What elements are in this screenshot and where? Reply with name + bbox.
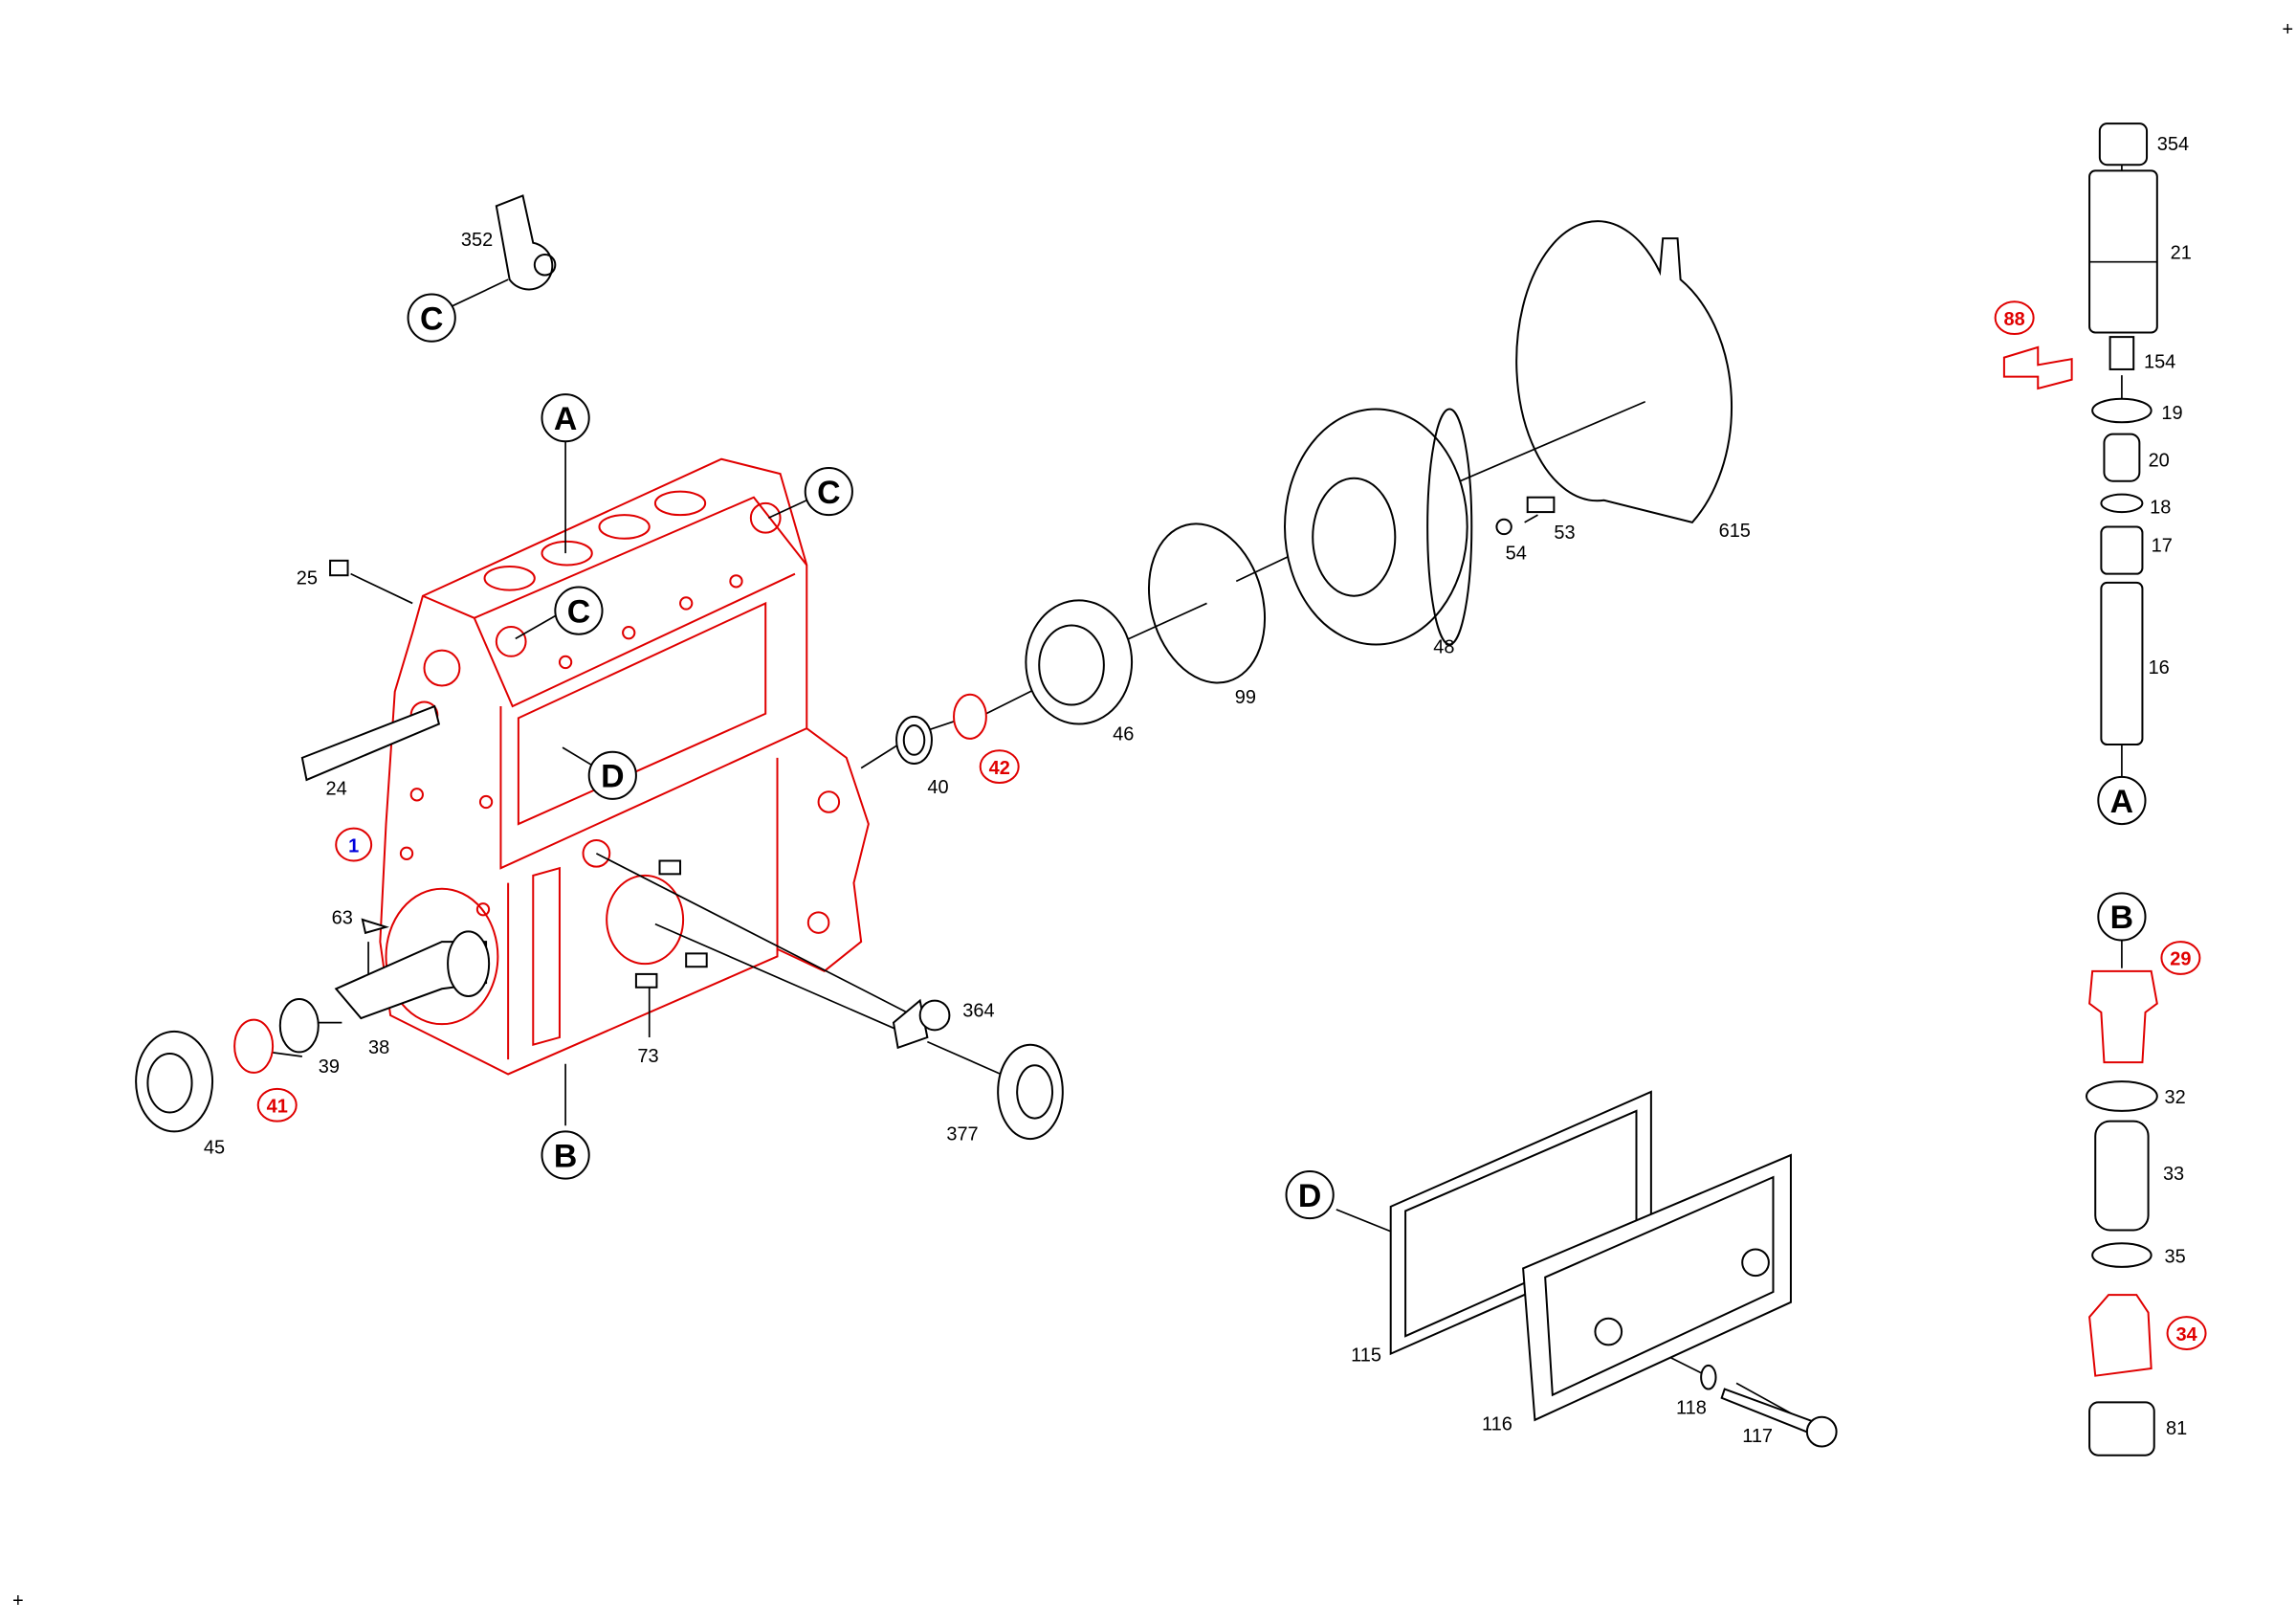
- part-label[interactable]: 615: [1719, 521, 1751, 542]
- svg-text:C: C: [567, 593, 590, 630]
- part-label[interactable]: 18: [2150, 498, 2171, 519]
- part-18: [2100, 493, 2144, 514]
- part-label-highlighted[interactable]: 29: [2170, 949, 2191, 970]
- parts-black: [135, 122, 2158, 1456]
- part-labels: 352 25 24 1 63 38 39 41 45 73 364 377 40…: [204, 134, 2207, 1447]
- part-354: [2098, 122, 2149, 167]
- part-42: [953, 693, 987, 740]
- part-label-highlighted[interactable]: 41: [267, 1096, 288, 1117]
- part-label[interactable]: 377: [946, 1124, 978, 1145]
- part-label[interactable]: 16: [2149, 657, 2170, 678]
- part-46: [1025, 599, 1134, 725]
- corner-mark: +: [12, 1590, 24, 1612]
- part-label[interactable]: 115: [1351, 1345, 1381, 1366]
- part-label[interactable]: 19: [2161, 403, 2182, 424]
- part-label[interactable]: 116: [1482, 1414, 1512, 1435]
- part-label[interactable]: 38: [368, 1037, 389, 1058]
- part-32: [2086, 1080, 2158, 1112]
- svg-text:C: C: [817, 475, 840, 511]
- part-364: [892, 998, 929, 1050]
- part-45: [135, 1030, 214, 1133]
- ref-marker-c[interactable]: C: [554, 586, 604, 635]
- parts-highlighted: [233, 345, 2158, 1377]
- part-label-highlighted[interactable]: 42: [989, 758, 1010, 779]
- svg-text:C: C: [420, 300, 443, 337]
- part-label[interactable]: 53: [1554, 522, 1575, 544]
- part-25: [329, 559, 349, 577]
- part-label-main[interactable]: 1: [348, 835, 359, 856]
- part-label[interactable]: 46: [1113, 723, 1134, 745]
- part-label[interactable]: 352: [461, 230, 493, 251]
- part-41: [233, 1018, 275, 1074]
- part-99: [1147, 522, 1267, 684]
- part-54: [1495, 518, 1512, 536]
- svg-text:D: D: [601, 759, 624, 795]
- part-154: [2108, 336, 2135, 370]
- ref-marker-c[interactable]: C: [407, 293, 456, 343]
- ref-marker-a[interactable]: A: [541, 393, 590, 443]
- part-35: [2091, 1242, 2152, 1268]
- part-352: [495, 194, 554, 291]
- part-label[interactable]: 40: [927, 777, 948, 798]
- part-label[interactable]: 118: [1676, 1398, 1707, 1419]
- part-label[interactable]: 99: [1235, 687, 1256, 708]
- part-21: [2088, 169, 2158, 334]
- part-24: [300, 704, 441, 782]
- part-17: [2100, 525, 2144, 575]
- part-73: [634, 972, 658, 989]
- part-label[interactable]: 20: [2149, 450, 2170, 471]
- part-label[interactable]: 73: [637, 1046, 658, 1067]
- part-88: [2002, 345, 2073, 390]
- part-label[interactable]: 39: [319, 1056, 340, 1078]
- part-34: [2088, 1294, 2152, 1377]
- part-118: [1700, 1364, 1717, 1390]
- part-label-highlighted[interactable]: 34: [2175, 1324, 2197, 1345]
- reference-markers: C A C C D B A B D: [407, 293, 2147, 1220]
- part-label[interactable]: 154: [2144, 351, 2175, 372]
- part-label[interactable]: 45: [204, 1137, 225, 1158]
- ref-marker-d[interactable]: D: [587, 750, 637, 800]
- part-label[interactable]: 54: [1506, 543, 1527, 564]
- part-label[interactable]: 17: [2152, 536, 2173, 557]
- ref-marker-b[interactable]: B: [2097, 892, 2147, 942]
- part-29: [2088, 969, 2158, 1064]
- svg-text:A: A: [554, 401, 577, 437]
- part-label[interactable]: 63: [332, 908, 353, 929]
- part-label[interactable]: 21: [2171, 243, 2192, 264]
- part-615: [1515, 220, 1733, 523]
- part-63: [361, 918, 389, 935]
- svg-text:D: D: [1298, 1178, 1321, 1214]
- part-label[interactable]: 81: [2166, 1418, 2187, 1439]
- part-116: [1522, 1153, 1792, 1422]
- ref-marker-b[interactable]: B: [541, 1130, 590, 1180]
- part-label[interactable]: 364: [962, 1000, 994, 1021]
- ref-marker-c[interactable]: C: [804, 466, 853, 517]
- ref-marker-d[interactable]: D: [1285, 1169, 1335, 1220]
- part-label-highlighted[interactable]: 88: [2004, 309, 2025, 330]
- part-377: [997, 1043, 1064, 1141]
- part-20: [2103, 433, 2141, 482]
- part-19: [2091, 397, 2152, 424]
- part-53: [1526, 496, 1556, 514]
- pump-housing[interactable]: [379, 457, 870, 1076]
- svg-text:A: A: [2110, 784, 2133, 820]
- part-label[interactable]: 117: [1742, 1426, 1773, 1447]
- part-label[interactable]: 48: [1433, 637, 1454, 658]
- svg-text:B: B: [2110, 900, 2133, 936]
- part-label[interactable]: 24: [325, 778, 346, 799]
- part-label[interactable]: 35: [2164, 1246, 2185, 1267]
- part-16: [2100, 581, 2144, 746]
- part-label[interactable]: 33: [2163, 1164, 2184, 1185]
- ref-marker-a[interactable]: A: [2097, 775, 2147, 826]
- part-33: [2094, 1120, 2150, 1232]
- part-48: [1283, 408, 1468, 646]
- part-label[interactable]: 25: [297, 567, 318, 589]
- part-40: [895, 715, 933, 766]
- part-label[interactable]: 32: [2164, 1087, 2185, 1108]
- part-label[interactable]: 354: [2157, 134, 2189, 155]
- part-81: [2088, 1401, 2155, 1456]
- corner-mark: +: [2283, 19, 2294, 40]
- svg-text:B: B: [554, 1138, 577, 1174]
- part-39: [278, 998, 320, 1054]
